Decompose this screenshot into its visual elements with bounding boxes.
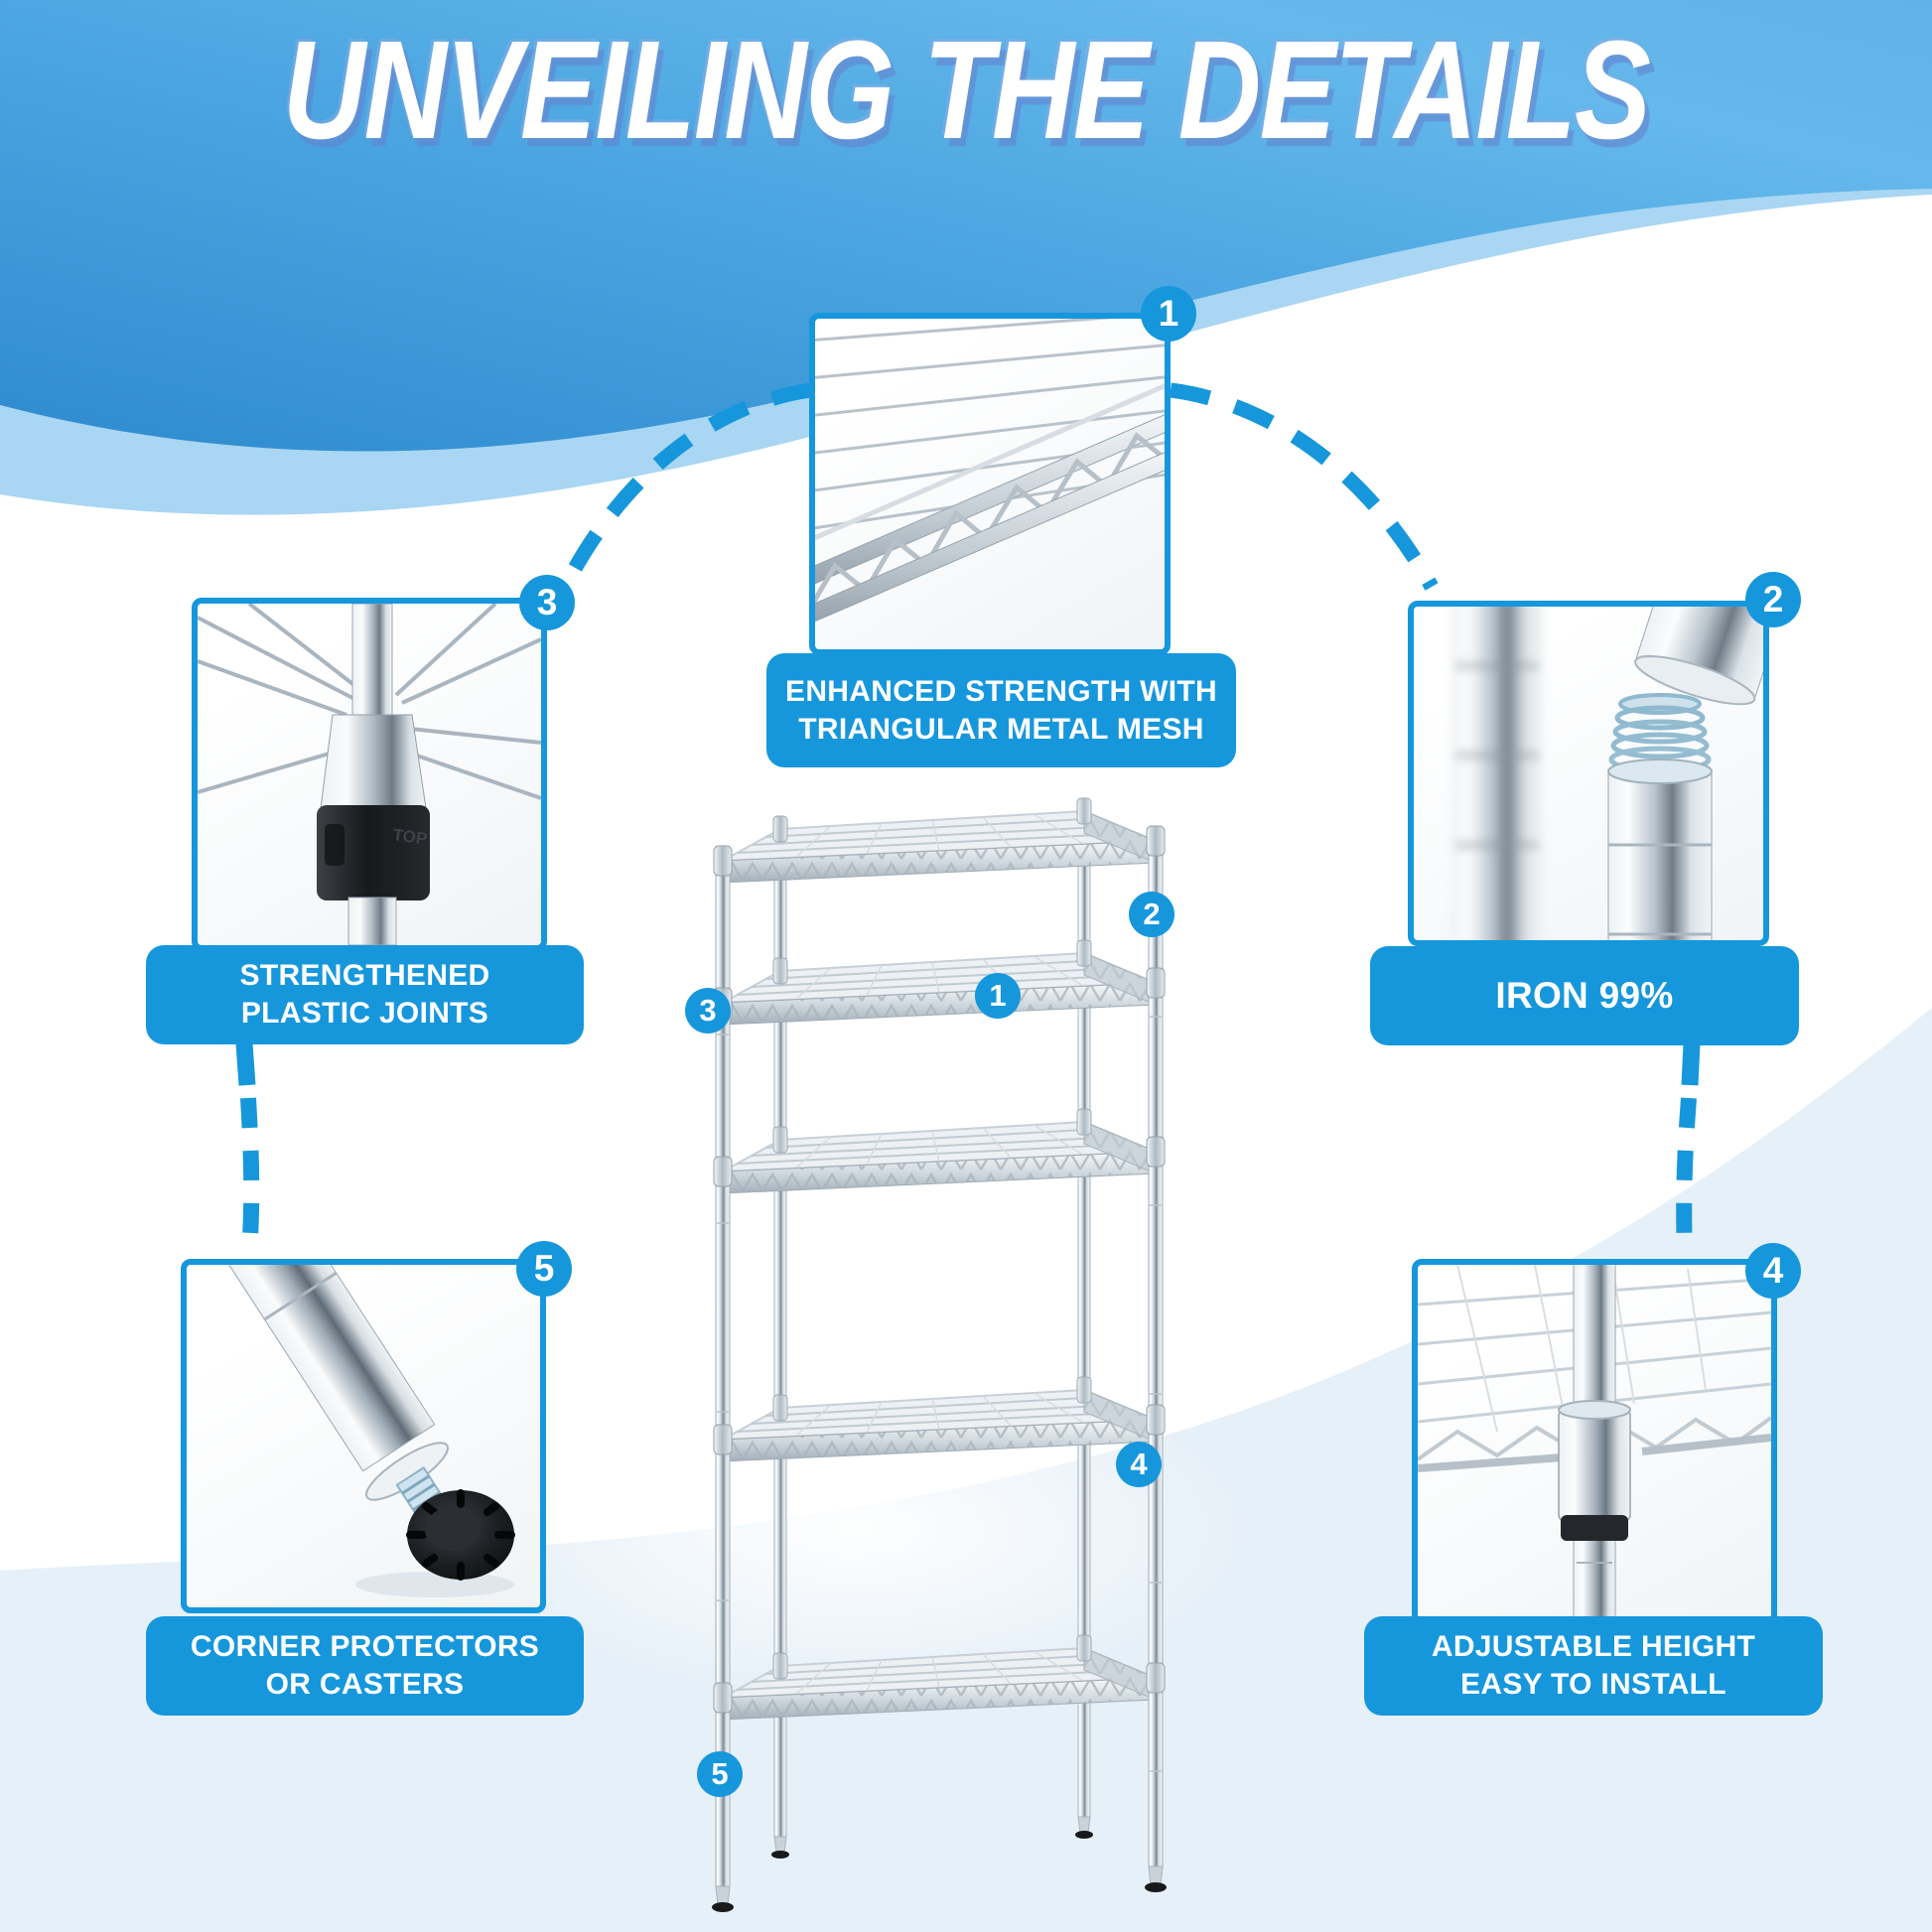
caption-line: STRENGTHENED xyxy=(239,959,490,992)
caption-line: TRIANGULAR METAL MESH xyxy=(798,712,1204,746)
black-ring xyxy=(1561,1515,1628,1541)
front-rail-top xyxy=(815,414,1165,585)
leveling-foot-photo xyxy=(204,1265,515,1597)
callout-2-caption: IRON 99% xyxy=(1370,946,1799,1045)
callout-1-photo-box xyxy=(809,313,1171,655)
badge-number: 3 xyxy=(536,582,558,622)
chrome-sleeve xyxy=(1558,1400,1631,1541)
dashed-line-right xyxy=(1676,1097,1697,1254)
badge-number: 4 xyxy=(1762,1250,1784,1291)
callout-5-photo-box xyxy=(181,1259,546,1613)
marker-number: 3 xyxy=(699,993,717,1028)
callout-2-photo-box xyxy=(1408,601,1769,946)
threaded-pole-connector-photo xyxy=(1451,607,1763,940)
page-title: UNVEILING THE DETAILS xyxy=(282,11,1651,168)
callout-1-number-badge: 1 xyxy=(1141,286,1196,342)
badge-number: 5 xyxy=(533,1248,555,1289)
product-marker-2: 2 xyxy=(1129,892,1174,937)
dashed-arc-left xyxy=(556,382,813,595)
callout-4-number-badge: 4 xyxy=(1745,1243,1801,1299)
plastic-joint-photo: TOP xyxy=(198,604,541,945)
caption-stub-right xyxy=(1681,1042,1701,1086)
pole-upper xyxy=(351,604,393,726)
marker-number: 1 xyxy=(989,978,1007,1013)
front-rail-bottom xyxy=(815,452,1165,622)
product-marker-5: 5 xyxy=(697,1751,743,1797)
marker-number: 4 xyxy=(1130,1447,1148,1481)
callout-3-photo-box: TOP xyxy=(192,598,547,951)
background-pole xyxy=(1451,607,1543,940)
callout-3-number-badge: 3 xyxy=(519,575,575,630)
callout-4-photo-box xyxy=(1412,1259,1777,1628)
caption-line: PLASTIC JOINTS xyxy=(240,997,489,1030)
shelf-wires xyxy=(198,604,541,800)
edge-wire xyxy=(815,383,1165,541)
badge-number: 1 xyxy=(1158,293,1179,334)
floor-shadow xyxy=(355,1572,514,1597)
metal-collar xyxy=(320,714,427,809)
callout-1-caption: ENHANCED STRENGTH WITH TRIANGULAR METAL … xyxy=(766,653,1236,767)
product-photo-shelving-unit xyxy=(712,797,1167,1912)
front-poles xyxy=(714,832,1165,1887)
connector-cap xyxy=(1634,607,1763,706)
side-wires xyxy=(1418,1434,1771,1472)
caption-line: CORNER PROTECTORS xyxy=(190,1630,540,1663)
black-plastic-sleeve: TOP xyxy=(317,805,430,900)
pole-lower xyxy=(347,897,397,945)
callout-4-caption: ADJUSTABLE HEIGHT EASY TO INSTALL xyxy=(1364,1616,1823,1716)
knurled-knob xyxy=(406,1489,515,1581)
sleeve-top-mark: TOP xyxy=(391,825,428,849)
wire-mesh-shelf-corner-photo xyxy=(815,319,1165,622)
caption-line: ENHANCED STRENGTH WITH xyxy=(785,674,1217,708)
banner-dark-wave xyxy=(0,0,1932,452)
callout-2-number-badge: 2 xyxy=(1745,572,1801,627)
caption-stub-left xyxy=(235,1042,256,1086)
caption-line: IRON 99% xyxy=(1495,975,1674,1016)
caption-line: ADJUSTABLE HEIGHT xyxy=(1431,1630,1756,1663)
marker-number: 2 xyxy=(1143,897,1161,931)
chrome-leg xyxy=(204,1265,436,1472)
marker-number: 5 xyxy=(711,1756,729,1791)
threaded-connector xyxy=(1607,693,1713,940)
dashed-line-left xyxy=(240,1097,260,1254)
product-marker-4: 4 xyxy=(1116,1442,1162,1487)
dashed-arc-right xyxy=(1170,382,1439,591)
callout-5-caption: CORNER PROTECTORS OR CASTERS xyxy=(146,1616,584,1716)
caption-line: OR CASTERS xyxy=(265,1668,465,1701)
product-marker-1: 1 xyxy=(975,973,1021,1019)
callout-5-number-badge: 5 xyxy=(516,1241,572,1297)
product-marker-3: 3 xyxy=(685,988,731,1034)
shelf-sleeve-joint-photo xyxy=(1418,1265,1771,1622)
callout-3-caption: STRENGTHENED PLASTIC JOINTS xyxy=(146,945,584,1044)
top-banner-wave xyxy=(0,0,1932,515)
badge-number: 2 xyxy=(1762,579,1784,620)
caption-line: EASY TO INSTALL xyxy=(1460,1668,1726,1701)
leveling-feet xyxy=(712,1816,1167,1912)
